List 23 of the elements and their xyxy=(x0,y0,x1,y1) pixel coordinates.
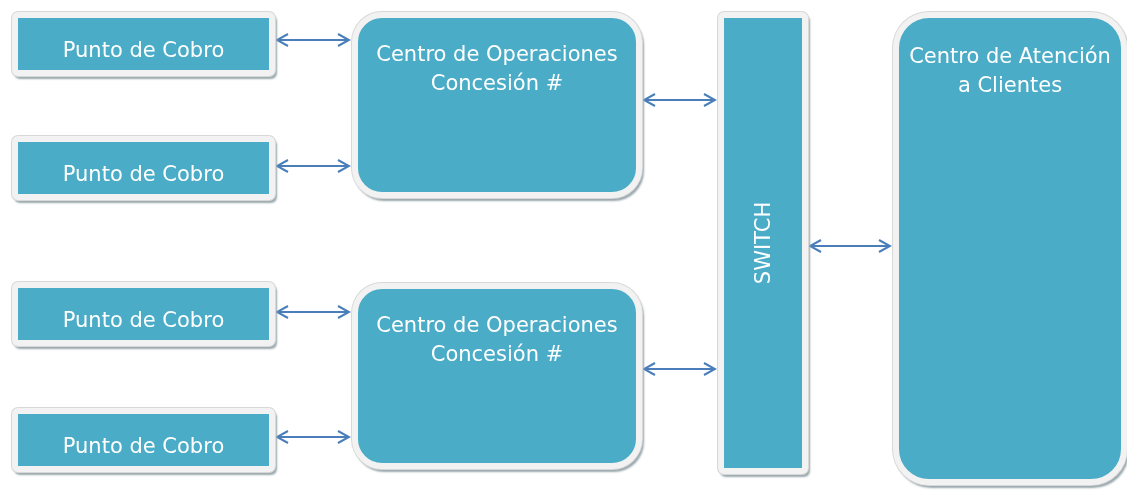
node-label: Punto de Cobro xyxy=(61,37,226,64)
double-arrow xyxy=(643,362,716,376)
switch-bar xyxy=(718,12,808,474)
double-arrow xyxy=(276,430,350,444)
node-label: Centro de Atención a Clientes xyxy=(908,43,1112,99)
process-box xyxy=(12,408,275,472)
node-label: Punto de Cobro xyxy=(61,307,226,334)
node-label: Centro de Operaciones Concesión # xyxy=(375,41,619,97)
double-arrow xyxy=(276,159,350,173)
node-label: SWITCH xyxy=(749,201,776,285)
node-label: Punto de Cobro xyxy=(61,161,226,188)
double-arrow xyxy=(809,239,891,253)
double-arrow xyxy=(276,305,350,319)
process-box xyxy=(12,282,275,346)
double-arrow xyxy=(276,33,350,47)
node-label: Punto de Cobro xyxy=(61,433,226,460)
double-arrow xyxy=(643,93,716,107)
process-box xyxy=(12,136,275,200)
rounded-box xyxy=(352,283,642,469)
process-box xyxy=(12,12,275,76)
rounded-box xyxy=(893,12,1127,485)
node-label: Centro de Operaciones Concesión # xyxy=(375,312,619,368)
rounded-box xyxy=(352,12,642,198)
